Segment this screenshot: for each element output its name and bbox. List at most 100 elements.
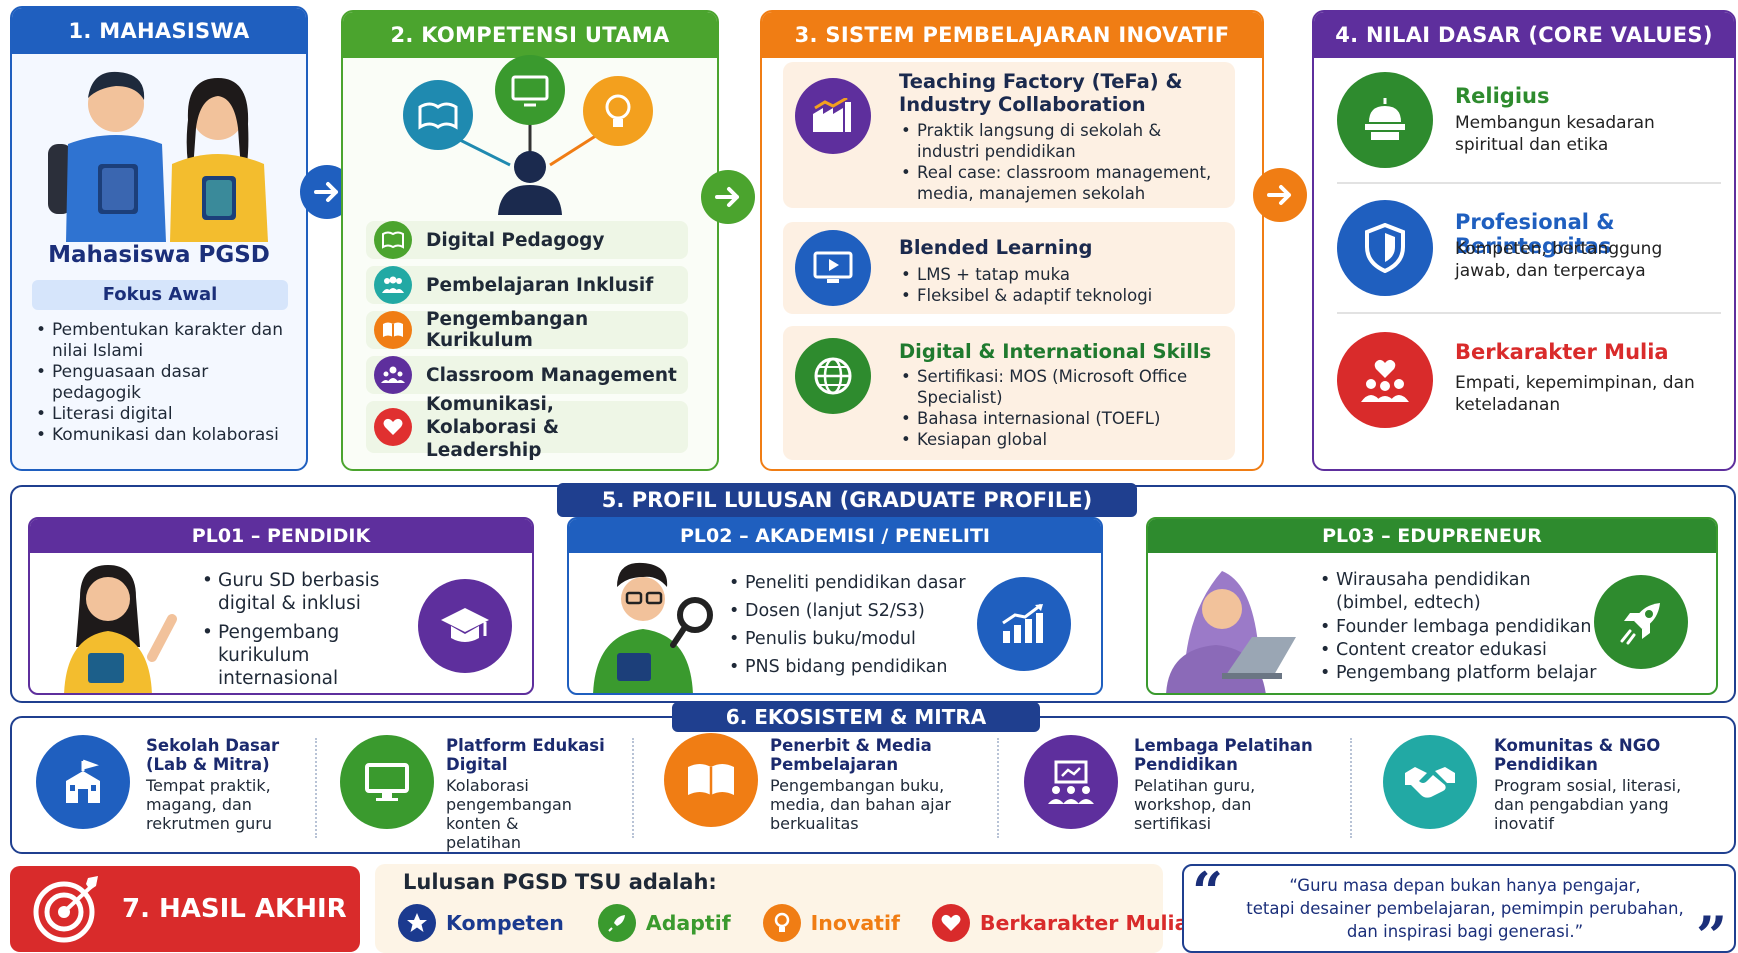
open-book-icon bbox=[374, 311, 412, 349]
nilai-desc: Membangun kesadaran spiritual dan etika bbox=[1455, 113, 1655, 155]
presentation-icon bbox=[1024, 735, 1118, 829]
sistem-points: LMS + tatap muka Fleksibel & adaptif tek… bbox=[899, 264, 1219, 306]
ekosistem-desc: Pengembangan buku, media, dan bahan ajar… bbox=[770, 776, 951, 833]
star-icon bbox=[398, 904, 436, 942]
competency-network-illustration bbox=[403, 55, 653, 215]
sistem-points: Sertifikasi: MOS (Microsoft Office Speci… bbox=[899, 366, 1219, 450]
profil-title: PL01 – PENDIDIK bbox=[30, 519, 532, 553]
list-item: Real case: classroom management, media, … bbox=[899, 162, 1219, 204]
sistem-header: 3. SISTEM PEMBELAJARAN INOVATIF bbox=[762, 12, 1262, 58]
researcher-illustration bbox=[593, 562, 713, 693]
profil-points: Guru SD berbasis digital & inklusi Penge… bbox=[200, 569, 390, 690]
handshake-icon bbox=[1383, 735, 1477, 829]
nilai-item: Berkarakter Mulia Empati, kepemimpinan, … bbox=[1337, 330, 1722, 440]
list-item: Founder lembaga pendidikan bbox=[1318, 616, 1598, 639]
growth-chart-icon bbox=[977, 577, 1071, 671]
edupreneur-illustration bbox=[1166, 571, 1296, 693]
hasil-intro: Lulusan PGSD TSU adalah: bbox=[403, 870, 717, 894]
list-item: Guru SD berbasis digital & inklusi bbox=[200, 569, 390, 615]
profil-card: PL01 – PENDIDIK Guru SD berbasis digital… bbox=[28, 517, 534, 695]
nilai-title: Religius bbox=[1455, 84, 1550, 108]
mahasiswa-header: 1. MAHASISWA bbox=[12, 8, 306, 54]
ekosistem-item: Lembaga Pelatihan Pendidikan Pelatihan g… bbox=[1134, 736, 1324, 833]
monitor-icon bbox=[340, 735, 434, 829]
divider bbox=[997, 738, 999, 838]
kompetensi-item: Pembelajaran Inklusif bbox=[366, 266, 688, 304]
rocket-icon bbox=[1594, 575, 1688, 669]
list-item: Dosen (lanjut S2/S3) bbox=[727, 597, 967, 625]
quote-box bbox=[1182, 864, 1736, 953]
list-item: Fleksibel & adaptif teknologi bbox=[899, 285, 1219, 306]
nilai-item: Religius Membangun kesadaran spiritual d… bbox=[1337, 70, 1722, 180]
rocket-icon bbox=[597, 904, 636, 942]
quote-line: dan inspirasi bagi generasi.” bbox=[1346, 922, 1584, 941]
heart-icon bbox=[374, 408, 412, 446]
focus-label: Fokus Awal bbox=[32, 280, 288, 310]
ekosistem-title: Lembaga Pelatihan Pendidikan bbox=[1134, 736, 1313, 774]
profil-card: PL02 – AKADEMISI / PENELITI Peneliti pen… bbox=[567, 517, 1103, 695]
arrow-right-icon bbox=[701, 170, 755, 224]
quote-line: “Guru masa depan bukan hanya pengajar, bbox=[1289, 876, 1641, 895]
group-icon bbox=[374, 356, 412, 394]
school-icon bbox=[36, 735, 130, 829]
list-item: LMS + tatap muka bbox=[899, 264, 1219, 285]
ekosistem-title: Komunitas & NGO Pendidikan bbox=[1494, 736, 1661, 774]
trait-label: Berkarakter Mulia bbox=[979, 911, 1189, 935]
lightbulb-icon bbox=[762, 904, 801, 942]
list-item: Peneliti pendidikan dasar bbox=[727, 569, 967, 597]
list-item: Praktik langsung di sekolah & industri p… bbox=[899, 120, 1219, 162]
nilai-title: Profesional & Berintegritas bbox=[1455, 210, 1615, 258]
arrow-right-icon bbox=[1253, 168, 1307, 222]
divider bbox=[1337, 182, 1721, 184]
mahasiswa-title: Mahasiswa PGSD bbox=[48, 242, 270, 268]
profil-header: 5. PROFIL LULUSAN (GRADUATE PROFILE) bbox=[557, 483, 1137, 517]
hasil-header: 7. HASIL AKHIR bbox=[122, 894, 347, 924]
quote-text: “Guru masa depan bukan hanya pengajar, t… bbox=[1220, 874, 1710, 943]
heart-group-icon bbox=[1337, 332, 1433, 428]
list-item: Pengembang platform belajar bbox=[1318, 662, 1598, 685]
list-item: PNS bidang pendidikan bbox=[727, 653, 967, 681]
nilai-item: Profesional & Berintegritas Kompeten, be… bbox=[1337, 198, 1722, 308]
sistem-points: Praktik langsung di sekolah & industri p… bbox=[899, 120, 1219, 204]
ekosistem-desc: Pelatihan guru, workshop, dan sertifikas… bbox=[1134, 776, 1256, 833]
profil-title: PL03 – EDUPRENEUR bbox=[1148, 519, 1716, 553]
quote-line: tetapi desainer pembelajaran, pemimpin p… bbox=[1246, 899, 1684, 918]
divider bbox=[1350, 738, 1352, 838]
students-illustration bbox=[48, 71, 268, 242]
ekosistem-title: Sekolah Dasar (Lab & Mitra) bbox=[146, 736, 280, 774]
list-item: Bahasa internasional (TOEFL) bbox=[899, 408, 1219, 429]
people-icon bbox=[374, 266, 412, 304]
ekosistem-desc: Kolaborasi pengembangan konten & pelatih… bbox=[446, 776, 572, 852]
divider bbox=[1337, 312, 1721, 314]
teacher-illustration bbox=[64, 565, 177, 693]
graduation-cap-icon bbox=[418, 579, 512, 673]
open-book-icon bbox=[664, 733, 758, 827]
shield-icon bbox=[1337, 200, 1433, 296]
kompetensi-label: Pembelajaran Inklusif bbox=[426, 274, 654, 296]
profil-points: Peneliti pendidikan dasar Dosen (lanjut … bbox=[727, 569, 967, 681]
mahasiswa-card: 1. MAHASISWA Mahasiswa PGSD Fokus Awal P… bbox=[10, 6, 308, 471]
ekosistem-item: Komunitas & NGO Pendidikan Program sosia… bbox=[1494, 736, 1694, 833]
trait-label: Kompeten bbox=[446, 911, 564, 935]
mosque-icon bbox=[1337, 72, 1433, 168]
factory-icon bbox=[795, 78, 871, 154]
list-item: Sertifikasi: MOS (Microsoft Office Speci… bbox=[899, 366, 1219, 408]
sistem-title: Teaching Factory (TeFa) & Industry Colla… bbox=[899, 70, 1183, 116]
kompetensi-item: Pengembangan Kurikulum bbox=[366, 309, 688, 351]
quote-open-icon: “ bbox=[1192, 860, 1224, 924]
sistem-item: Digital & International Skills Sertifika… bbox=[783, 326, 1235, 460]
ekosistem-item: Sekolah Dasar (Lab & Mitra) Tempat prakt… bbox=[146, 736, 296, 833]
ekosistem-header: 6. EKOSISTEM & MITRA bbox=[672, 702, 1040, 732]
divider bbox=[315, 738, 317, 838]
profil-card: PL03 – EDUPRENEUR Wirausaha pendidikan (… bbox=[1146, 517, 1718, 695]
sistem-item: Teaching Factory (TeFa) & Industry Colla… bbox=[783, 62, 1235, 208]
nilai-header: 4. NILAI DASAR (CORE VALUES) bbox=[1314, 12, 1734, 58]
trait-label: Inovatif bbox=[810, 911, 900, 935]
list-item: Wirausaha pendidikan (bimbel, edtech) bbox=[1318, 569, 1598, 615]
focus-list: Pembentukan karakter dan nilai Islami Pe… bbox=[34, 320, 296, 446]
ekosistem-title: Penerbit & Media Pembelajaran bbox=[770, 736, 932, 774]
ekosistem-item: Penerbit & Media Pembelajaran Pengembang… bbox=[770, 736, 990, 833]
list-item: Komunikasi dan kolaborasi bbox=[34, 425, 296, 446]
heart-icon bbox=[931, 904, 970, 942]
ekosistem-desc: Program sosial, literasi, dan pengabdian… bbox=[1494, 776, 1682, 833]
